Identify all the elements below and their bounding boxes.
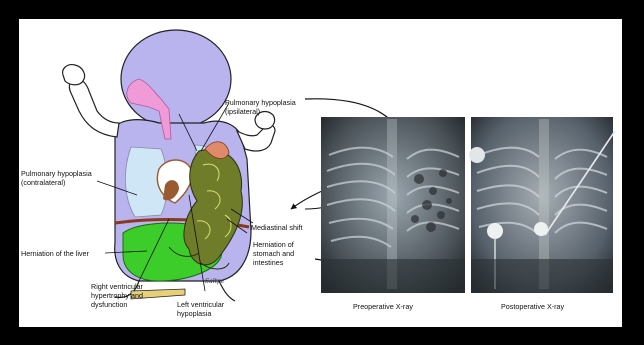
label-mediastinal-shift: Mediastinal shift	[251, 223, 303, 232]
figure-panel: Pulmonary hypoplasia (ipsilateral) Pulmo…	[19, 19, 622, 327]
label-herniation-stomach-2: stomach and	[253, 249, 294, 258]
postoperative-xray	[469, 117, 615, 293]
label-pulmonary-hypoplasia-ipsilateral-1: Pulmonary hypoplasia	[225, 98, 296, 107]
label-pulmonary-hypoplasia-ipsilateral-2: (ipsilateral)	[225, 107, 260, 116]
label-rv-1: Right ventricular	[91, 282, 144, 291]
label-lv-2: hypoplasia	[177, 309, 211, 318]
artist-signature: Saltpe	[205, 278, 225, 285]
label-lv-1: Left ventricular	[177, 300, 225, 309]
label-pulmonary-hypoplasia-contralateral-2: (contralateral)	[21, 178, 65, 187]
infant-body	[63, 30, 275, 301]
caption-preoperative-xray: Preoperative X-ray	[353, 302, 413, 311]
caption-postoperative-xray: Postoperative X-ray	[501, 302, 565, 311]
label-rv-2: hypertrophy and	[91, 291, 143, 300]
label-herniation-liver: Herniation of the liver	[21, 249, 90, 258]
cdh-illustration: Pulmonary hypoplasia (ipsilateral) Pulmo…	[19, 19, 622, 327]
label-herniation-stomach-3: intestines	[253, 258, 284, 267]
label-rv-3: dysfunction	[91, 300, 127, 309]
preoperative-xray	[321, 117, 465, 293]
label-pulmonary-hypoplasia-contralateral-1: Pulmonary hypoplasia	[21, 169, 92, 178]
label-herniation-stomach-1: Herniation of	[253, 240, 294, 249]
